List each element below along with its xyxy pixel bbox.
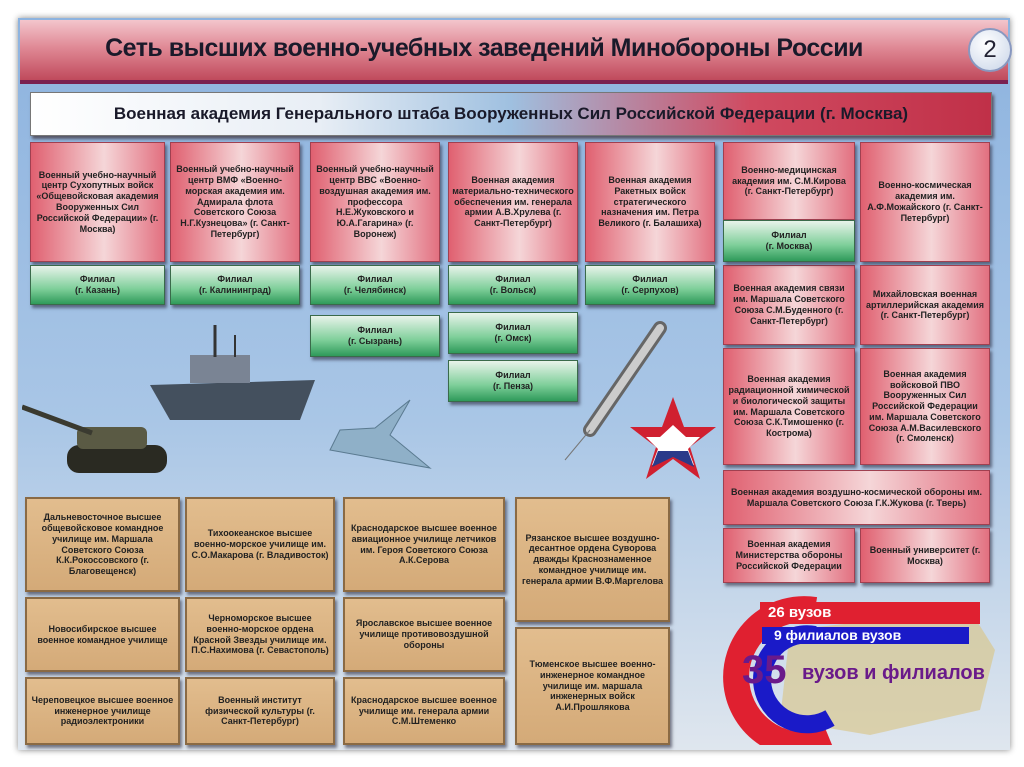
academy-box: Военная академия связи им. Маршала Совет… (723, 265, 855, 345)
warship-icon (150, 325, 315, 420)
missile-icon (564, 321, 667, 461)
academy-box: Военно-медицинская академия им. С.М.Киро… (723, 142, 855, 220)
branch-box: Филиал (г. Челябинск) (310, 265, 440, 305)
academy-box: Военная академия радиационной химической… (723, 348, 855, 465)
slide-title: Сеть высших военно-учебных заведений Мин… (105, 34, 863, 62)
school-box: Череповецкое высшее военное инженерное у… (25, 677, 180, 745)
branch-box: Филиал (г. Казань) (30, 265, 165, 305)
branch-box: Филиал (г. Калининград) (170, 265, 300, 305)
academy-box: Военная академия Министерства обороны Ро… (723, 528, 855, 583)
statistics-graphic: 26 вузов 9 филиалов вузов 35 вузов и фил… (720, 590, 1000, 745)
academy-box: Военный учебно-научный центр Сухопутных … (30, 142, 165, 262)
academy-box: Военный учебно-научный центр ВМФ «Военно… (170, 142, 300, 262)
school-box: Военный институт физической культуры (г.… (185, 677, 335, 745)
total-count-label: вузов и филиалов (802, 662, 985, 684)
academy-box: Военная академия воздушно-космической об… (723, 470, 990, 525)
army-star-emblem-icon (630, 397, 716, 479)
branch-box: Филиал (г. Вольск) (448, 265, 578, 305)
tank-icon (22, 404, 167, 473)
branch-box: Филиал (г. Серпухов) (585, 265, 715, 305)
school-box: Тихоокеанское высшее военно-морское учил… (185, 497, 335, 592)
school-box: Новосибирское высшее военное командное у… (25, 597, 180, 672)
school-box: Краснодарское высшее военное училище им.… (343, 677, 505, 745)
academy-box: Военная академия Ракетных войск стратеги… (585, 142, 715, 262)
school-box: Черноморское высшее военно-морское орден… (185, 597, 335, 672)
branch-box: Филиал (г. Москва) (723, 220, 855, 262)
academy-box: Военный учебно-научный центр ВВС «Военно… (310, 142, 440, 262)
academy-box: Военная академия войсковой ПВО Вооруженн… (860, 348, 990, 465)
branch-box: Филиал (г. Омск) (448, 312, 578, 354)
school-box: Дальневосточное высшее общевойсковое ком… (25, 497, 180, 592)
school-box: Ярославское высшее военное училище проти… (343, 597, 505, 672)
academy-box: Военная академия материально-техническог… (448, 142, 578, 262)
academy-box: Военно-космическая академия им. А.Ф.Можа… (860, 142, 990, 262)
school-box: Краснодарское высшее военное авиационное… (343, 497, 505, 592)
school-box: Рязанское высшее воздушно-десантное орде… (515, 497, 670, 622)
general-staff-academy: Военная академия Генерального штаба Воор… (30, 92, 992, 136)
school-box: Тюменское высшее военно-инженерное коман… (515, 627, 670, 745)
universities-count-bar: 26 вузов (760, 602, 980, 624)
branch-box: Филиал (г. Пенза) (448, 360, 578, 402)
academy-box: Михайловская военная артиллерийская акад… (860, 265, 990, 345)
page-number-badge: 2 (968, 28, 1012, 72)
title-bar: Сеть высших военно-учебных заведений Мин… (20, 20, 1012, 84)
branches-count-bar: 9 филиалов вузов (762, 627, 969, 644)
branch-box: Филиал (г. Сызрань) (310, 315, 440, 357)
total-count-number: 35 (742, 648, 787, 692)
fighter-jet-icon (329, 399, 432, 469)
academy-box: Военный университет (г. Москва) (860, 528, 990, 583)
